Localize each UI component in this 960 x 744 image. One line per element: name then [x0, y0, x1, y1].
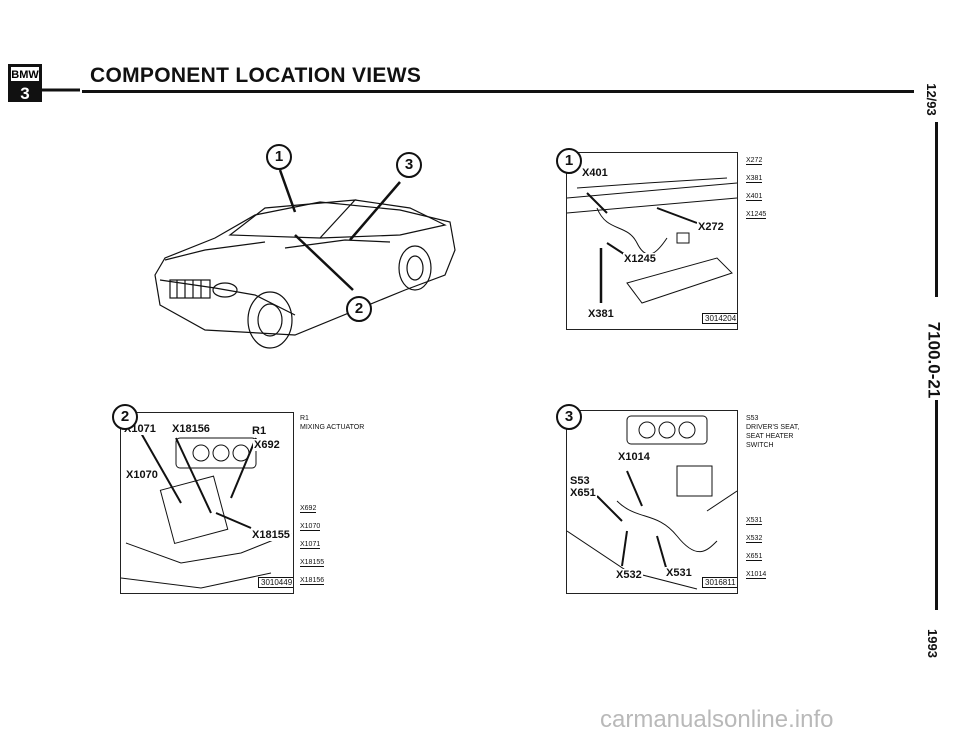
- view-2-detail: X1071 X18156 R1 X692 X1070 X18155 301044…: [120, 412, 294, 594]
- v1-module: [626, 257, 733, 304]
- v2-legend-item: X1070: [300, 523, 321, 531]
- v3-legend-item: X651: [746, 553, 763, 561]
- view-1-detail: X401 X272 X1245 X381 3014204: [566, 152, 738, 330]
- car-grille: [169, 279, 211, 299]
- margin-page-number: 7100.0-21: [924, 321, 944, 399]
- view-3-description: S53 DRIVER'S SEAT, SEAT HEATER SWITCH: [746, 414, 846, 450]
- v3-tag-s53: S53: [569, 475, 591, 487]
- logo-bottom-text: 3: [20, 84, 29, 103]
- v3-legend-item: X1014: [746, 571, 767, 579]
- margin-rule-top: [935, 122, 938, 297]
- v1-tag-x272: X272: [697, 221, 725, 233]
- watermark-link[interactable]: carmanualsonline.info: [600, 706, 834, 733]
- v1-legend-item: X401: [746, 193, 763, 201]
- headlight: [212, 282, 238, 298]
- v2-ref-number: 3010449: [258, 577, 293, 588]
- v1-legend-item: X381: [746, 175, 763, 183]
- v3-connector: [676, 465, 713, 497]
- view-3-legend: X531 X532 X651 X1014: [746, 512, 767, 584]
- rear-wheel: [398, 245, 432, 291]
- page-title: COMPONENT LOCATION VIEWS: [90, 64, 422, 87]
- car-overview-illustration: [145, 140, 465, 350]
- logo-top-text: BMW: [11, 69, 39, 81]
- car-callout-3: 3: [396, 152, 422, 178]
- v1-legend-item: X1245: [746, 211, 767, 219]
- header-rule: [82, 90, 914, 93]
- v1-ref-number: 3014204: [702, 313, 737, 324]
- margin-rule-bottom: [935, 400, 938, 610]
- v2-tag-r1: R1: [251, 425, 268, 437]
- v2-legend-item: X692: [300, 505, 317, 513]
- v3-tag-x531: X531: [665, 567, 693, 579]
- v3-tag-x651: X651: [569, 487, 597, 499]
- v3-desc-line: SWITCH: [746, 442, 774, 449]
- v3-ref-number: 3016811: [702, 577, 737, 588]
- v3-desc-line: DRIVER'S SEAT,: [746, 424, 800, 431]
- v2-desc-code: R1: [300, 415, 309, 422]
- car-callout-1: 1: [266, 144, 292, 170]
- v3-legend-item: X532: [746, 535, 763, 543]
- v2-vents: [175, 437, 257, 469]
- view-2-description: R1 MIXING ACTUATOR: [300, 414, 400, 432]
- v2-actuator: [159, 475, 229, 545]
- v2-tag-x1070: X1070: [125, 469, 159, 481]
- v2-tag-x18155: X18155: [251, 529, 291, 541]
- v1-tag-x401: X401: [581, 167, 609, 179]
- v1-tag-x1245: X1245: [623, 253, 657, 265]
- v2-legend-item: X1071: [300, 541, 321, 549]
- v3-desc-line: SEAT HEATER: [746, 433, 794, 440]
- v3-tag-x1014: X1014: [617, 451, 651, 463]
- view-3-number: 3: [556, 404, 582, 430]
- v2-tag-x18156: X18156: [171, 423, 211, 435]
- v3-desc-code: S53: [746, 415, 759, 422]
- v2-tag-x692: X692: [253, 439, 281, 451]
- bmw-3-logo: BMW 3: [6, 62, 80, 104]
- v2-legend-item: X18155: [300, 559, 325, 567]
- car-body: [154, 201, 456, 336]
- v3-vents: [626, 415, 708, 445]
- view-2-legend: X692 X1070 X1071 X18155 X18156: [300, 500, 325, 590]
- v1-tag-x381: X381: [587, 308, 615, 320]
- pointer-2: [294, 234, 354, 291]
- margin-year: 1993: [924, 629, 940, 658]
- pointer-1: [278, 169, 297, 213]
- v3-legend-item: X531: [746, 517, 763, 525]
- view-1-number: 1: [556, 148, 582, 174]
- v2-desc-text: MIXING ACTUATOR: [300, 424, 365, 431]
- front-wheel: [247, 291, 293, 349]
- view-2-number: 2: [112, 404, 138, 430]
- v3-tag-x532: X532: [615, 569, 643, 581]
- car-callout-2: 2: [346, 296, 372, 322]
- view-3-detail: X1014 S53 X651 X532 X531 3016811: [566, 410, 738, 594]
- view-1-legend: X272 X381 X401 X1245: [746, 152, 767, 224]
- v2-legend-item: X18156: [300, 577, 325, 585]
- margin-date: 12/93: [923, 83, 939, 116]
- pointer-3: [349, 181, 401, 241]
- v1-legend-item: X272: [746, 157, 763, 165]
- car-roof-window: [319, 199, 447, 239]
